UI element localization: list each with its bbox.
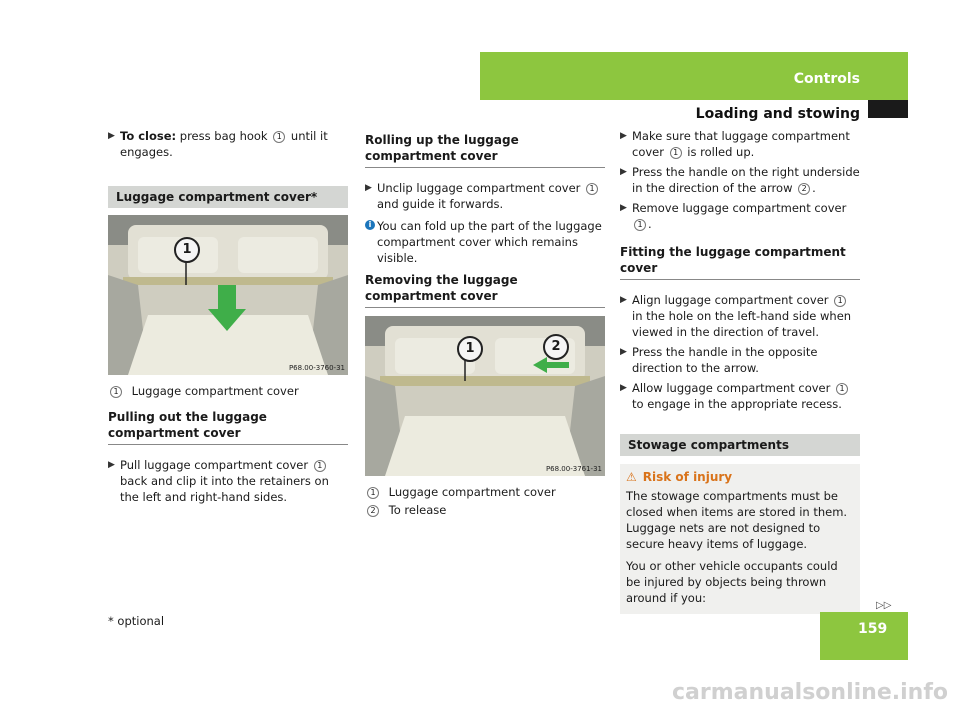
bullet-arrow-icon: ▶ [620, 383, 627, 393]
photo2-callout-2-num: 2 [551, 339, 561, 354]
rollup-heading: Rolling up the luggage compartment cover [365, 132, 605, 168]
photo2-callout-2: 2 [543, 334, 569, 360]
step-text: Allow luggage compartment cover [632, 381, 835, 395]
header-tab: Controls [480, 52, 908, 100]
page-number-box: 159 [820, 612, 908, 660]
legend-text: To release [388, 503, 447, 517]
bullet-arrow-icon: ▶ [620, 203, 627, 213]
step-bullet: ▶ Align luggage compartment cover 1 in t… [620, 292, 860, 340]
page-number: 159 [858, 621, 888, 637]
step-bullet: ▶ Press the handle on the right undersid… [620, 164, 860, 196]
header-tab-label: Controls [793, 71, 860, 87]
risk-box: ⚠ Risk of injury The stowage compartments… [620, 464, 860, 614]
cover-box-title: Luggage compartment cover* [108, 186, 348, 208]
step-text-tail: is rolled up. [683, 145, 755, 159]
legend-item: 1 Luggage compartment cover [365, 484, 605, 500]
step-text: Press the handle on the right underside … [632, 165, 860, 195]
callout-ref: 1 [634, 219, 646, 231]
info-note: i You can fold up the part of the luggag… [365, 218, 605, 266]
warning-icon: ⚠ [626, 470, 637, 484]
callout-ref: 1 [313, 460, 326, 472]
pull-text: Pull luggage compartment cover [120, 458, 312, 472]
column-2: Rolling up the luggage compartment cover… [365, 128, 605, 520]
callout-ref: 1 [586, 183, 599, 195]
remove-heading: Removing the luggage compartment cover [365, 272, 605, 308]
unclip-bullet: ▶ Unclip luggage compartment cover 1 and… [365, 180, 605, 212]
column-3: ▶ Make sure that luggage compartment cov… [620, 128, 860, 614]
step-text: Align luggage compartment cover [632, 293, 833, 307]
luggage-photo-2-drawing [365, 316, 605, 476]
fit-heading: Fitting the luggage compartment cover [620, 244, 860, 280]
bullet-arrow-icon: ▶ [108, 131, 115, 141]
close-bullet: ▶ To close: press bag hook 1 until it en… [108, 128, 348, 160]
info-text: You can fold up the part of the luggage … [377, 219, 602, 265]
risk-paragraph: You or other vehicle occupants could be … [626, 559, 838, 605]
step-text-tail: to engage in the appropriate recess. [632, 397, 842, 411]
risk-title-row: ⚠ Risk of injury [626, 470, 854, 484]
callout-ref: 1 [669, 147, 682, 159]
step-bullet: ▶ Remove luggage compartment cover 1. [620, 200, 860, 232]
callout-ref: 1 [273, 131, 286, 143]
unclip-text-tail: and guide it forwards. [377, 197, 504, 211]
callout-ref: 1 [834, 295, 847, 307]
step-bullet: ▶ Allow luggage compartment cover 1 to e… [620, 380, 860, 412]
legend-text: Luggage compartment cover [131, 384, 299, 398]
luggage-photo-1-drawing [108, 215, 348, 375]
bullet-arrow-icon: ▶ [365, 183, 372, 193]
callout-ref: 1 [836, 383, 849, 395]
risk-title: Risk of injury [642, 470, 733, 484]
photo1-callout: 1 [174, 237, 200, 263]
pull-text-tail: back and clip it into the retainers on t… [120, 474, 329, 504]
legend-item: 1 Luggage compartment cover [108, 383, 348, 399]
legend-text: Luggage compartment cover [388, 485, 556, 499]
pull-bullet: ▶ Pull luggage compartment cover 1 back … [108, 457, 348, 505]
step-text-tail: . [648, 217, 652, 231]
bullet-arrow-icon: ▶ [620, 347, 627, 357]
step-bullet: ▶ Make sure that luggage compartment cov… [620, 128, 860, 160]
bullet-arrow-icon: ▶ [108, 460, 115, 470]
step-bullet: ▶ Press the handle in the opposite direc… [620, 344, 860, 376]
step-text: Remove luggage compartment cover [632, 201, 847, 215]
close-text-tail: until it engages. [120, 129, 328, 159]
stowage-box-title: Stowage compartments [620, 434, 860, 456]
info-icon: i [365, 220, 375, 230]
legend-num: 1 [110, 386, 122, 398]
step-text: Make sure that luggage compartment cover [632, 129, 850, 159]
luggage-photo-1: 1 P68.00-3760-31 [108, 215, 348, 375]
close-text: press bag hook [176, 129, 272, 143]
callout-ref: 2 [798, 183, 811, 195]
photo1-callout-num: 1 [182, 242, 192, 257]
pull-heading: Pulling out the luggage compartment cove… [108, 409, 348, 445]
close-label: To close: [120, 129, 177, 143]
luggage-photo-2: 1 2 P68.00-3761-31 [365, 316, 605, 476]
legend-item: 2 To release [365, 502, 605, 518]
column-1: ▶ To close: press bag hook 1 until it en… [108, 128, 348, 509]
photo2-callout-1: 1 [457, 336, 483, 362]
watermark: carmanualsonline.info [672, 680, 948, 705]
photo2-code: P68.00-3761-31 [545, 465, 602, 473]
legend-num: 2 [367, 505, 379, 517]
continue-mark: ▷▷ [876, 600, 892, 611]
bullet-arrow-icon: ▶ [620, 295, 627, 305]
optional-note: * optional [108, 614, 165, 628]
unclip-text: Unclip luggage compartment cover [377, 181, 585, 195]
risk-paragraph: The stowage compartments must be closed … [626, 489, 848, 551]
photo2-callout-1-num: 1 [465, 341, 475, 356]
step-text-tail: in the hole on the left-hand side when v… [632, 309, 852, 339]
bullet-arrow-icon: ▶ [620, 167, 627, 177]
step-text-tail: . [812, 181, 816, 195]
bullet-arrow-icon: ▶ [620, 131, 627, 141]
section-label: Loading and stowing [695, 106, 860, 122]
photo1-code: P68.00-3760-31 [288, 364, 345, 372]
step-text: Press the handle in the opposite directi… [632, 345, 818, 375]
header-black-block [868, 100, 908, 118]
legend-num: 1 [367, 487, 379, 499]
